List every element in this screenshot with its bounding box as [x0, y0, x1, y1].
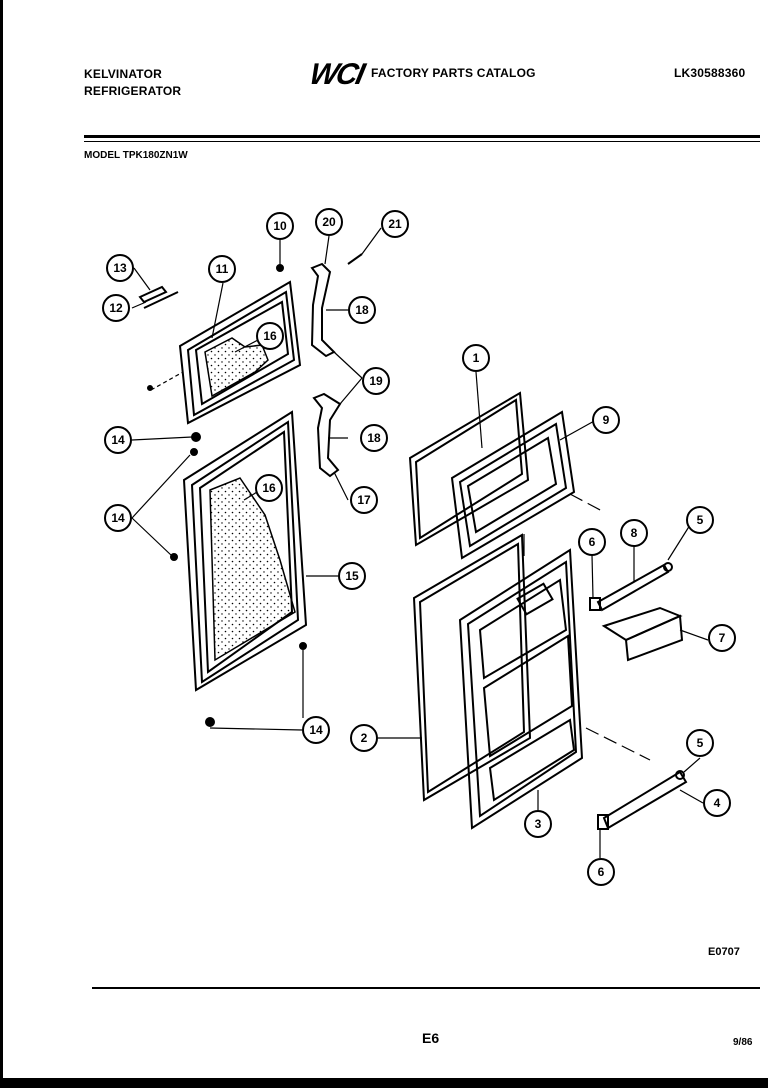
callout-number: 3: [535, 817, 542, 831]
callout-number: 13: [113, 261, 127, 275]
callout-circle: [708, 624, 736, 652]
freezer-inner-door: [450, 410, 576, 560]
callout-number: 5: [697, 736, 704, 750]
callout-circle: [350, 486, 378, 514]
catalog-title: FACTORY PARTS CATALOG: [371, 66, 536, 80]
callout-number: 17: [357, 493, 371, 507]
brand-line-1: KELVINATOR: [84, 67, 163, 81]
lower-handle: [312, 392, 342, 478]
fresh-food-gasket: [412, 533, 532, 802]
leader-lines: [131, 227, 709, 858]
butter-bin: [601, 606, 684, 662]
dairy-shelf: [589, 562, 673, 612]
date-code: 9/86: [733, 1037, 753, 1048]
brand-line-2: REFRIGERATOR: [84, 84, 182, 98]
callout-circle: [587, 858, 615, 886]
callout-circle: [350, 724, 378, 752]
header-rule-thick: [84, 135, 760, 138]
callout-number: 16: [263, 329, 277, 343]
callout-number: 1: [473, 351, 480, 365]
freezer-door-liner: [204, 337, 269, 398]
callout-circle: [524, 810, 552, 838]
freezer-gasket: [408, 391, 530, 547]
callout-number: 19: [369, 374, 383, 388]
callout-circle: [360, 424, 388, 452]
callout-number: 8: [631, 526, 638, 540]
fresh-food-inner-door: [458, 548, 584, 830]
callout-number: 14: [111, 433, 125, 447]
callout-circle: [106, 254, 134, 282]
callout-circle: [104, 426, 132, 454]
callout-number: 2: [361, 731, 368, 745]
callout-number: 14: [111, 511, 125, 525]
hardware: [138, 253, 363, 727]
callout-circle: [462, 344, 490, 372]
callout-number: 16: [262, 481, 276, 495]
callout-circle: [578, 528, 606, 556]
callout-circle: [208, 255, 236, 283]
callout-number: 18: [355, 303, 369, 317]
callout-circle: [315, 208, 343, 236]
callout-circle: [362, 367, 390, 395]
callout-number: 20: [322, 215, 336, 229]
header-rule-thin: [84, 141, 760, 142]
page-code: E6: [422, 1030, 440, 1046]
callout-number: 21: [388, 217, 402, 231]
callout-circle: [381, 210, 409, 238]
footer-rule: [92, 987, 760, 989]
door-shelf-bar: [597, 770, 688, 830]
callout-number: 6: [598, 865, 605, 879]
callout-circle: [348, 296, 376, 324]
callout-circle: [620, 519, 648, 547]
callout-number: 6: [589, 535, 596, 549]
callout-number: 9: [603, 413, 610, 427]
fresh-food-door-liner: [209, 477, 296, 662]
freezer-door: [178, 280, 302, 425]
callout-circle: [266, 212, 294, 240]
callout-circle: [256, 322, 284, 350]
callout-circle: [104, 504, 132, 532]
callout-number: 15: [345, 569, 359, 583]
callout-number: 4: [714, 796, 721, 810]
callout-number: 10: [273, 219, 287, 233]
callout-circle: [338, 562, 366, 590]
callout-number: 11: [216, 262, 229, 276]
callout-circle: [686, 729, 714, 757]
callout-number: 12: [109, 301, 123, 315]
callout-number: 7: [719, 631, 726, 645]
figure-code: E0707: [708, 946, 740, 958]
callout-number: 5: [697, 513, 704, 527]
callout-circle: [686, 506, 714, 534]
callout-circle: [302, 716, 330, 744]
callout-number: 18: [367, 431, 381, 445]
callout-number: 14: [309, 723, 323, 737]
callout-group: 1234556678910111213141414151616171818192…: [102, 208, 736, 886]
catalog-id: LK30588360: [674, 66, 746, 80]
callout-circle: [255, 474, 283, 502]
callout-circle: [102, 294, 130, 322]
model-line: MODEL TPK180ZN1W: [84, 150, 188, 161]
callout-circle: [592, 406, 620, 434]
callout-circle: [703, 789, 731, 817]
